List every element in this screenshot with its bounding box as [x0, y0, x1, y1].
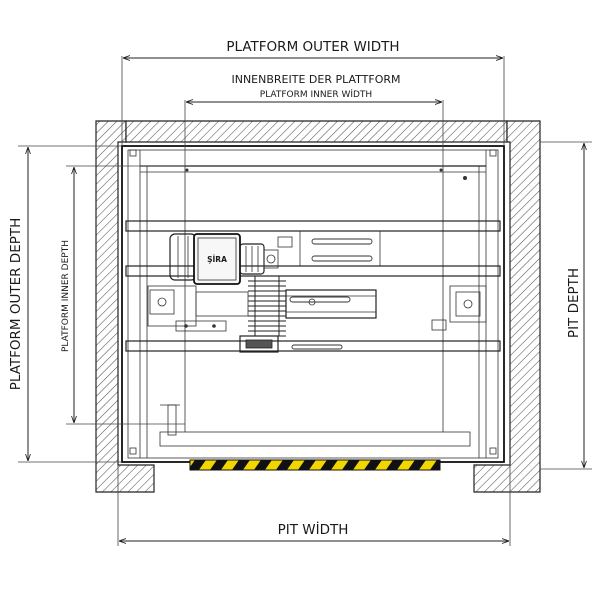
pit-wall-left [95, 120, 155, 493]
platform-outer-frame [121, 145, 505, 463]
heat-sink-fins [248, 275, 286, 337]
label-pit-width: PIT WİDTH [278, 520, 349, 538]
cross-beam-middle [125, 265, 501, 277]
label-platform-outer-depth: PLATFORM OUTER DEPTH [8, 218, 24, 391]
label-inner-width-german: INNENBREITE DER PLATTFORM [231, 73, 400, 86]
drive-carriage [147, 285, 487, 353]
motor-brand-logo: ŞİRA [207, 255, 227, 264]
platform-frame [121, 145, 505, 463]
platform-inner-deck [159, 431, 471, 447]
pit-walls [95, 120, 541, 493]
label-platform-outer-width: PLATFORM OUTER WIDTH [226, 39, 399, 55]
dimension-labels: PLATFORM OUTER WIDTH INNENBREITE DER PLA… [8, 39, 582, 538]
motor-unit: ŞİRA [169, 233, 293, 285]
extension-lines [18, 56, 592, 546]
label-platform-inner-width: PLATFORM INNER WİDTH [260, 89, 372, 100]
beam-slots [289, 238, 373, 350]
cross-beam-lower [125, 340, 501, 352]
label-pit-depth: PIT DEPTH [566, 268, 582, 338]
dimension-lines [28, 58, 584, 541]
pit-wall-right [473, 120, 541, 493]
label-platform-inner-depth: PLATFORM INNER DEPTH [61, 240, 71, 352]
cross-beams [125, 220, 501, 352]
cross-beam-upper [125, 220, 501, 232]
pit-wall-top [125, 120, 508, 143]
safety-stripe-strip [189, 459, 441, 471]
